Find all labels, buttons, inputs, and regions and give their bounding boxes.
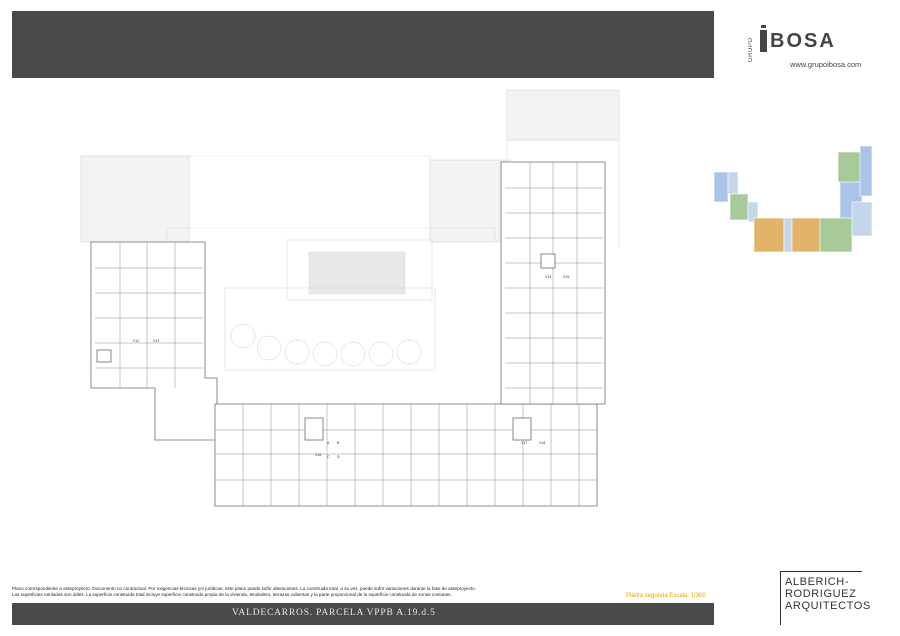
- logo-letter: O: [786, 30, 803, 52]
- plan-label: A: [327, 441, 330, 445]
- stair-core: [96, 349, 112, 363]
- logo-i-mark: [760, 25, 767, 52]
- logo-wordmark: B O S A: [760, 25, 868, 52]
- architect-logo: ALBERICH- RODRIGUEZ ARQUITECTOS: [780, 571, 871, 625]
- footer-bar: VALDECARROS. PARCELA VPPB A.19.d.5: [12, 603, 714, 625]
- plan-label: V18: [539, 441, 545, 445]
- stair-core: [512, 417, 532, 441]
- stair-core: [304, 417, 324, 441]
- disclaimer-line: Las superficies rotuladas son útiles. La…: [12, 591, 452, 597]
- plan-label: V12: [133, 339, 139, 343]
- ibosa-logo: GRUPO B O S A www.grupoibosa.com: [748, 22, 868, 70]
- project-title: VALDECARROS. PARCELA VPPB A.19.d.5: [232, 608, 436, 618]
- plan-label: V13: [153, 339, 159, 343]
- logo-letter: S: [804, 30, 818, 52]
- scale-label: Planta segunda Escala: 1/300: [626, 593, 706, 599]
- logo-letter: A: [819, 30, 834, 52]
- website-link[interactable]: www.grupoibosa.com: [790, 60, 862, 69]
- plan-label: V15: [563, 275, 569, 279]
- architect-logo-line: ALBERICH-: [785, 576, 850, 588]
- disclaimer-line: Plano correspondiente a anteproyecto. Do…: [12, 586, 476, 591]
- architect-logo-line: RODRIGUEZ: [785, 588, 857, 600]
- logo-letter: B: [770, 30, 785, 52]
- plan-label: B: [337, 441, 340, 445]
- plan-label: V16: [315, 453, 321, 457]
- neighbor-block-mid: [429, 159, 511, 243]
- stair-core: [540, 253, 556, 269]
- plan-label: D: [337, 455, 340, 459]
- neighbor-block-left: [80, 155, 190, 243]
- plan-label: V14: [545, 275, 551, 279]
- logo-grupo-text: GRUPO: [748, 37, 754, 62]
- building-wing-south: [214, 403, 598, 507]
- key-plan-map: [713, 145, 873, 253]
- plan-label: C: [327, 455, 330, 459]
- neighbor-block-top-right: [506, 89, 620, 141]
- disclaimer-note: Plano correspondiente a anteproyecto. Do…: [12, 586, 572, 597]
- plan-label: V17: [521, 441, 527, 445]
- header-bar: [12, 11, 714, 78]
- architect-logo-line: ARQUITECTOS: [785, 600, 871, 612]
- floor-plan-drawing: V12 V13 V14 V15 V16 V17 V18 A B C D: [80, 89, 620, 507]
